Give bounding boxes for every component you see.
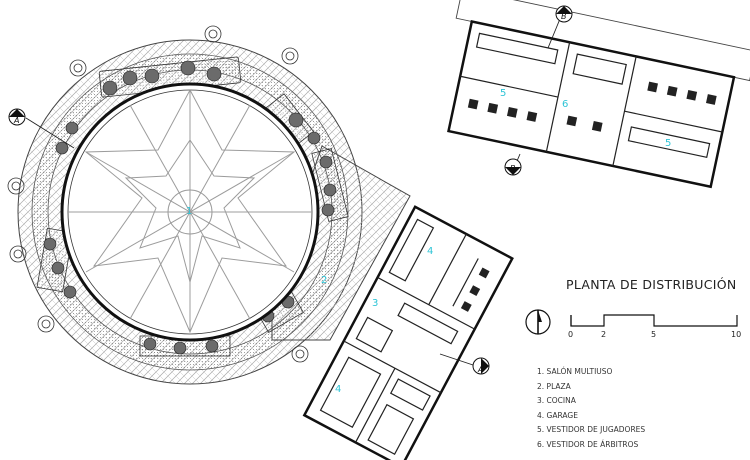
room-number: 1 xyxy=(186,206,192,217)
room-legend: 1. SALÓN MULTIUSO 2. PLAZA 3. COCINA 4. … xyxy=(537,365,645,452)
scale-bar xyxy=(570,314,738,327)
shrubs xyxy=(43,60,337,355)
salon-multiuso-floor xyxy=(60,82,320,342)
legend-item: 3. COCINA xyxy=(537,396,576,405)
room-number: 5 xyxy=(665,138,671,149)
room-number: 4 xyxy=(335,384,341,395)
section-mark-a-1: A xyxy=(8,108,26,126)
legend-item: 1. SALÓN MULTIUSO xyxy=(537,367,613,376)
room-number: 3 xyxy=(372,298,378,309)
room-number: 5 xyxy=(500,88,506,99)
scale-tick-label: 0 xyxy=(568,330,574,339)
section-mark-a-2: A xyxy=(472,357,490,375)
legend-item: 2. PLAZA xyxy=(537,381,571,391)
perimeter-trees xyxy=(7,25,309,363)
scale-tick-label: 5 xyxy=(651,330,657,339)
legend-item: 4. GARAGE xyxy=(537,410,578,420)
room-number: 4 xyxy=(427,246,433,257)
legend-item: 5. VESTIDOR DE JUGADORES xyxy=(537,425,646,434)
legend-item: 6. VESTIDOR DE ÁRBITROS xyxy=(537,439,639,449)
north-arrow-icon xyxy=(525,309,551,335)
locker-building xyxy=(447,0,750,189)
plan-title: PLANTA DE DISTRIBUCIÓN xyxy=(566,277,737,292)
room-number: 6 xyxy=(562,99,568,110)
section-mark-label: A xyxy=(477,365,483,374)
room-numbers: 1 2 3 4 4 5 5 6 xyxy=(186,88,671,395)
service-building xyxy=(302,205,514,460)
section-mark-b-2: B xyxy=(504,158,522,176)
section-mark-label: B xyxy=(561,12,567,21)
section-mark-label: B xyxy=(510,164,516,173)
room-number: 2 xyxy=(321,275,327,286)
section-mark-label: A xyxy=(13,116,19,125)
section-mark-b-1: B xyxy=(555,5,573,23)
scale-tick-label: 10 xyxy=(731,330,742,339)
scale-tick-label: 2 xyxy=(601,330,607,339)
